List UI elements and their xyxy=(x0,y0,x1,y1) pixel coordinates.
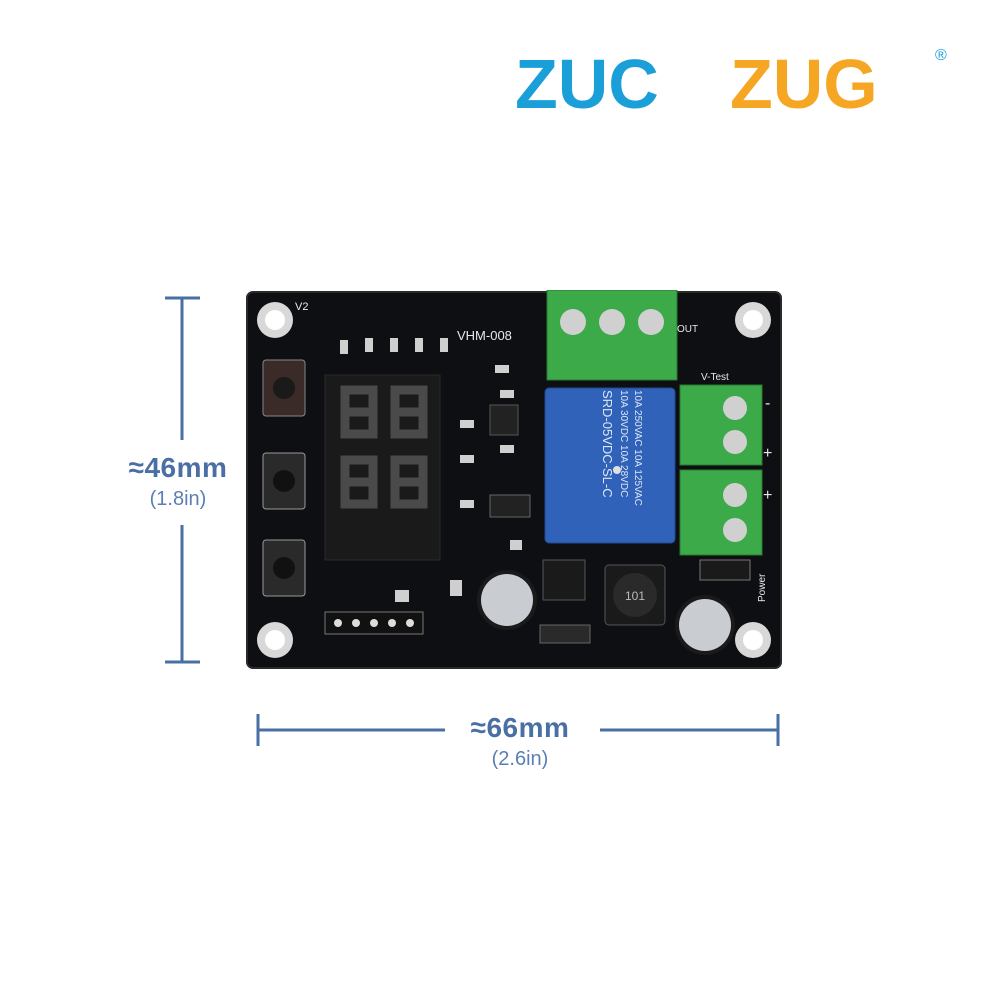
silk-minus: - xyxy=(765,395,770,412)
inductor-l1: 101 xyxy=(604,564,666,626)
pcb-graphic: V2 VHM-008 OUT V-Test - + + Power xyxy=(246,290,782,669)
silk-plus-1: + xyxy=(763,445,772,462)
mounting-holes xyxy=(257,302,771,658)
silk-out: OUT xyxy=(677,324,698,335)
ic-u2 xyxy=(542,559,586,601)
display-segments xyxy=(340,385,428,509)
inductor-label: 101 xyxy=(625,589,645,603)
relay: 10A 250VAC 10A 125VAC 10A 30VDC 10A 28VD… xyxy=(544,387,676,544)
brand-logo: ZUC ZUG ® xyxy=(515,38,955,118)
diode-d1 xyxy=(699,559,751,581)
height-metric: ≈46mm xyxy=(128,452,228,483)
width-metric: ≈66mm xyxy=(470,712,570,743)
height-imperial: (1.8in) xyxy=(149,488,207,510)
relay-rating-2: 10A 30VDC 10A 28VDC xyxy=(618,390,629,497)
width-imperial: (2.6in) xyxy=(491,748,549,770)
logo-registered: ® xyxy=(935,47,947,64)
silk-plus-2: + xyxy=(763,487,772,504)
silk-vtest: V-Test xyxy=(701,372,729,383)
transistor-q3 xyxy=(489,404,519,436)
seven-segment-display xyxy=(324,374,441,561)
button-1-cap xyxy=(273,377,295,399)
terminal-block-vtest xyxy=(679,384,763,466)
push-buttons xyxy=(262,359,306,597)
capacitor-c7 xyxy=(675,595,735,655)
capacitor-c5 xyxy=(477,570,537,630)
logo-part2: ZUG xyxy=(730,45,878,118)
terminal-block-out xyxy=(546,290,678,381)
relay-model: SRD-05VDC-SL-C xyxy=(600,390,615,498)
relay-rating-1: 10A 250VAC 10A 125VAC xyxy=(632,390,643,506)
terminal-block-power xyxy=(679,469,763,556)
diode-d2 xyxy=(539,624,591,644)
diode-component xyxy=(489,494,531,518)
brand-logo-graphic: ZUC ZUG ® xyxy=(515,45,947,118)
silk-model: VHM-008 xyxy=(457,328,512,343)
pin-header xyxy=(324,611,424,635)
logo-part1: ZUC xyxy=(515,45,659,118)
pcb-board: V2 VHM-008 OUT V-Test - + + Power xyxy=(245,290,785,670)
silk-v2: V2 xyxy=(295,301,308,313)
button-2-cap xyxy=(273,470,295,492)
silk-power: Power xyxy=(757,573,768,602)
smd-components xyxy=(340,338,522,602)
button-3-cap xyxy=(273,557,295,579)
